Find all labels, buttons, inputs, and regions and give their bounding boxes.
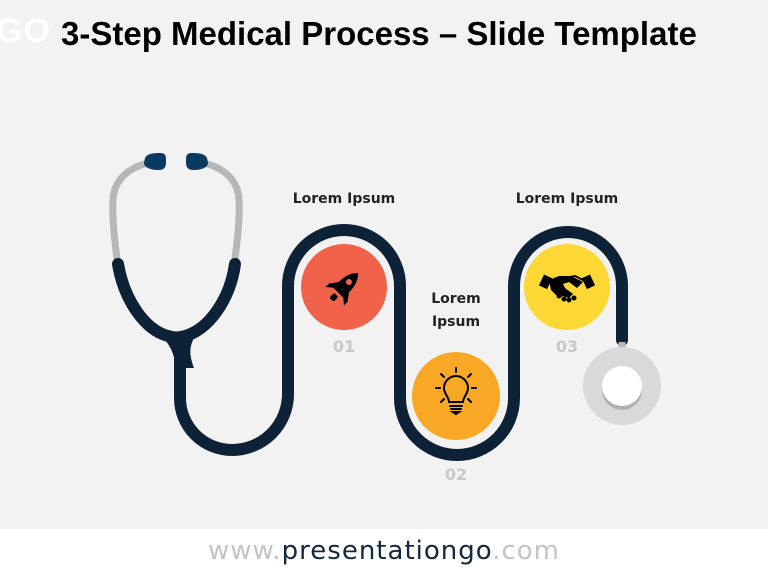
- step-3-number: 03: [555, 337, 579, 356]
- logo-fragment: GO: [0, 12, 51, 50]
- step-1-number: 01: [332, 337, 356, 356]
- page-title: 3-Step Medical Process – Slide Template: [61, 15, 697, 52]
- ear-tubes: [109, 159, 243, 269]
- step-2-label: Lorem Ipsum: [416, 288, 496, 334]
- step-3-circle: [524, 244, 610, 330]
- step-1-label: Lorem Ipsum: [292, 191, 396, 207]
- stethoscope-diagram: [109, 153, 661, 461]
- step-3-label: Lorem Ipsum: [515, 191, 619, 207]
- lightbulb-icon: [435, 367, 477, 416]
- step-2-number: 02: [444, 465, 468, 484]
- earpiece-left: [144, 153, 166, 170]
- chestpiece: [583, 347, 661, 425]
- step-2-label-line1: Lorem: [431, 291, 481, 307]
- main-tube: [174, 224, 628, 461]
- footer-url-prefix: www.: [208, 536, 282, 566]
- footer-url-suffix: .com: [492, 536, 560, 566]
- earpiece-right: [186, 153, 208, 170]
- footer: www.presentationgo.com: [0, 529, 768, 576]
- footer-brand: presentationgo: [281, 536, 493, 566]
- step-2-label-line2: Ipsum: [431, 314, 481, 330]
- rocket-icon: [325, 272, 359, 306]
- step-1-circle: [301, 244, 387, 330]
- handshake-icon: [538, 274, 596, 303]
- step-2-circle: [412, 352, 500, 440]
